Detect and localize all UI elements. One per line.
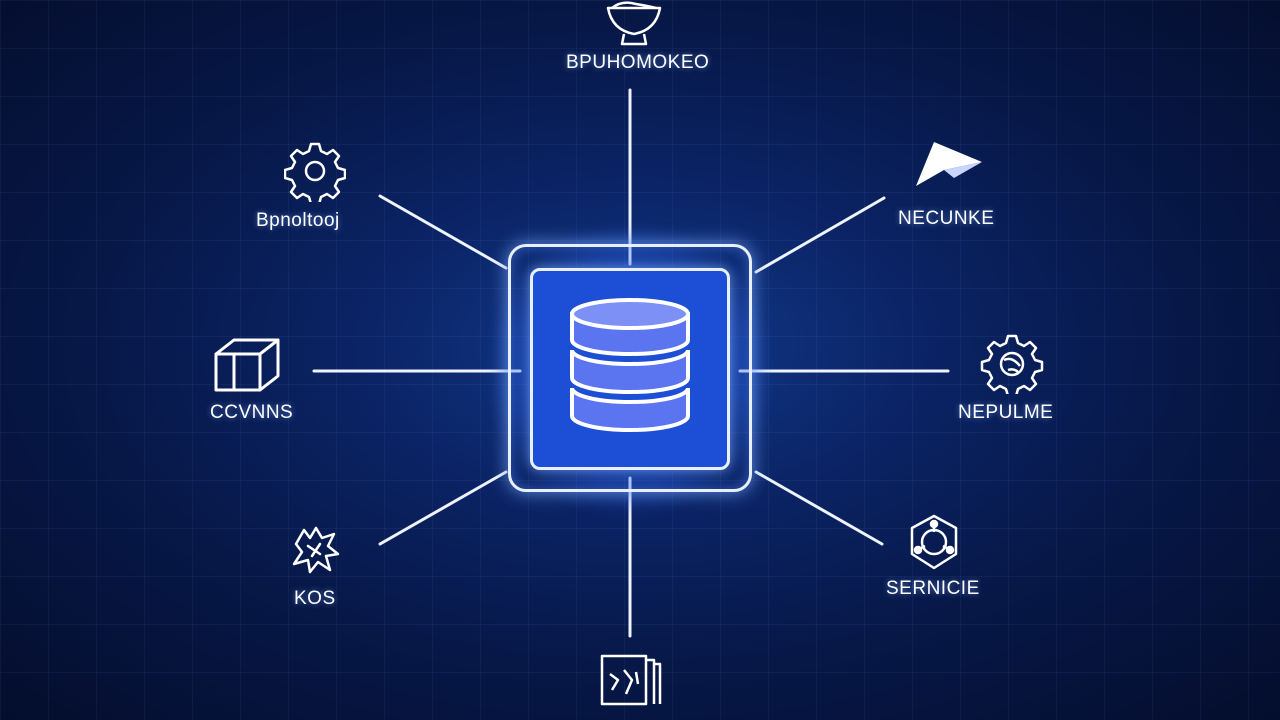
scribble-icon [292,526,340,574]
node-label-left: CCVNNS [210,402,294,423]
bowl-icon [606,1,662,46]
node-label-bottom-right: SERNICIE [886,578,980,599]
document-icon [600,654,662,706]
cog-globe-icon [980,334,1044,394]
network-icon [910,514,958,570]
hub-outer-frame [508,244,752,492]
connector-top-left [378,194,508,270]
node-label-top-left: Bpnoltooj [256,210,340,231]
paper-plane-icon [916,142,982,186]
gear-icon [284,142,346,202]
node-label-top-right: NECUNKE [898,208,995,229]
connector-bottom-left [378,470,508,546]
node-label-top: BPUHOMOKEO [566,52,710,73]
node-label-right: NEPULME [958,402,1054,423]
connector-top-right [754,196,886,274]
database-icon [570,298,690,432]
connector-bottom-right [754,470,884,546]
node-label-bottom-left: KOS [294,588,336,609]
box-icon [214,338,280,392]
